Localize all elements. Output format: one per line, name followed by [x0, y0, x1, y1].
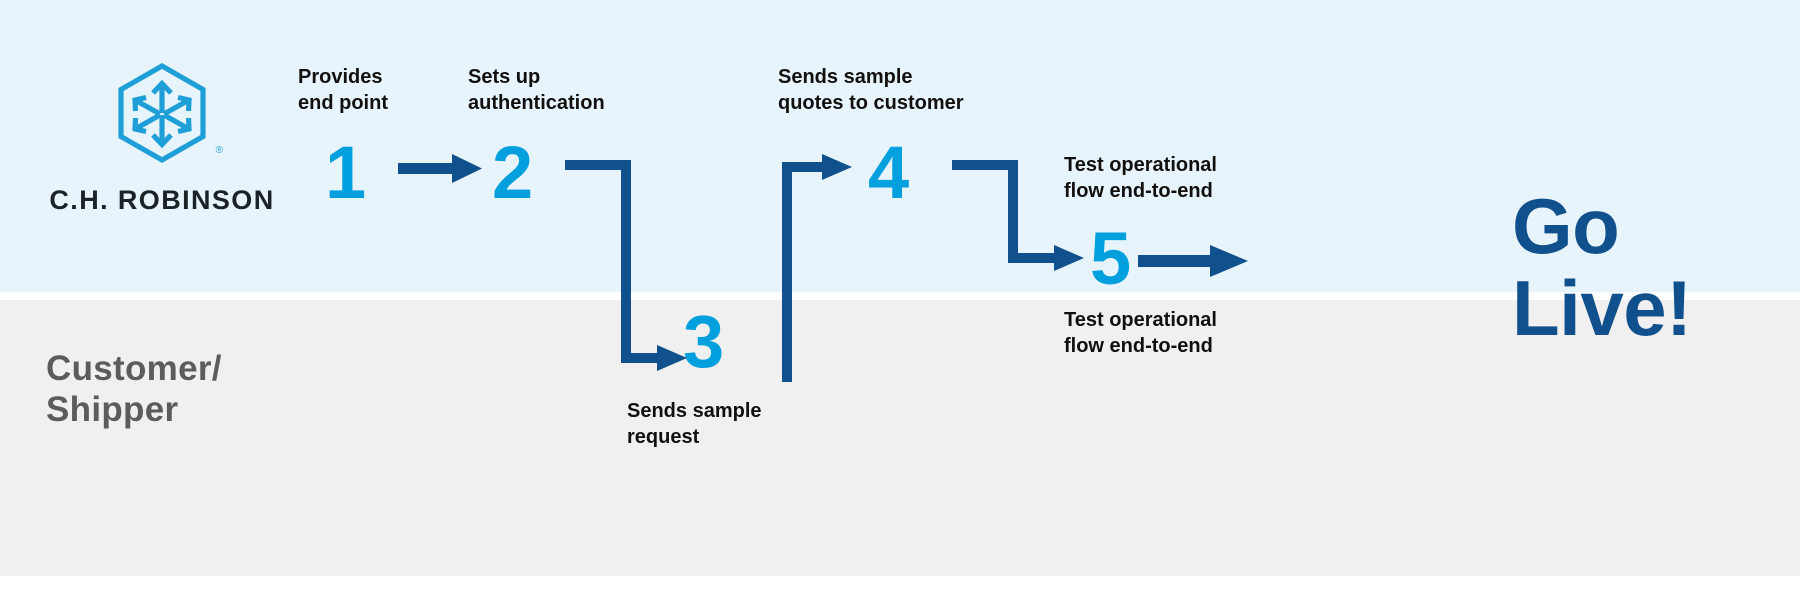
- step-number-1: 1: [325, 131, 367, 214]
- arrow-5-to-go-live-icon: [1138, 243, 1268, 288]
- step-number-5: 5: [1090, 217, 1132, 300]
- elbow-2-to-3-icon: [565, 160, 715, 395]
- hexagon-arrows-icon: ®: [110, 62, 223, 166]
- step-3-caption-line-2: request: [627, 426, 700, 448]
- step-number-4: 4: [868, 131, 910, 214]
- go-live-line-2: Live!: [1512, 263, 1692, 352]
- elbow-4-to-5-icon: [952, 160, 1122, 295]
- step-number-3: 3: [683, 300, 725, 383]
- arrow-1-to-2-icon: [398, 150, 484, 195]
- registered-trademark-icon: ®: [215, 145, 223, 156]
- step-1-caption-line-2: end point: [298, 92, 388, 114]
- step-number-2: 2: [492, 131, 534, 214]
- step-5-caption-bottom-line-2: flow end-to-end: [1064, 335, 1213, 357]
- step-5-caption-top: Test operational flow end-to-end: [1064, 152, 1314, 204]
- go-live-text: Go Live!: [1512, 182, 1692, 352]
- step-4-caption-line-1: Sends sample: [778, 66, 913, 88]
- step-1-caption-line-1: Provides: [298, 66, 383, 88]
- go-live-line-1: Go: [1512, 182, 1620, 270]
- lane-band-ch-robinson: [0, 0, 1800, 292]
- step-5-caption-top-line-1: Test operational: [1064, 154, 1217, 176]
- step-2-caption-line-2: authentication: [468, 92, 605, 114]
- ch-robinson-logo: ® C.H. ROBINSON: [46, 62, 278, 216]
- step-5-caption-top-line-2: flow end-to-end: [1064, 180, 1213, 202]
- lane-label-line-1: Customer/: [46, 349, 222, 388]
- step-4-caption-line-2: quotes to customer: [778, 92, 964, 114]
- lane-label-customer-shipper: Customer/ Shipper: [46, 348, 346, 431]
- step-4-caption: Sends sample quotes to customer: [778, 64, 1048, 116]
- lane-band-customer-shipper: [0, 300, 1800, 576]
- ch-robinson-wordmark: C.H. ROBINSON: [49, 185, 275, 215]
- step-2-caption: Sets up authentication: [468, 64, 698, 116]
- elbow-3-to-4-icon: [770, 152, 920, 387]
- step-5-caption-bottom-line-1: Test operational: [1064, 309, 1217, 331]
- lane-label-line-2: Shipper: [46, 390, 179, 430]
- step-5-caption-bottom: Test operational flow end-to-end: [1064, 307, 1314, 359]
- step-1-caption: Provides end point: [298, 64, 478, 116]
- step-3-caption: Sends sample request: [627, 398, 847, 450]
- step-2-caption-line-1: Sets up: [468, 66, 541, 88]
- step-3-caption-line-1: Sends sample: [627, 400, 762, 422]
